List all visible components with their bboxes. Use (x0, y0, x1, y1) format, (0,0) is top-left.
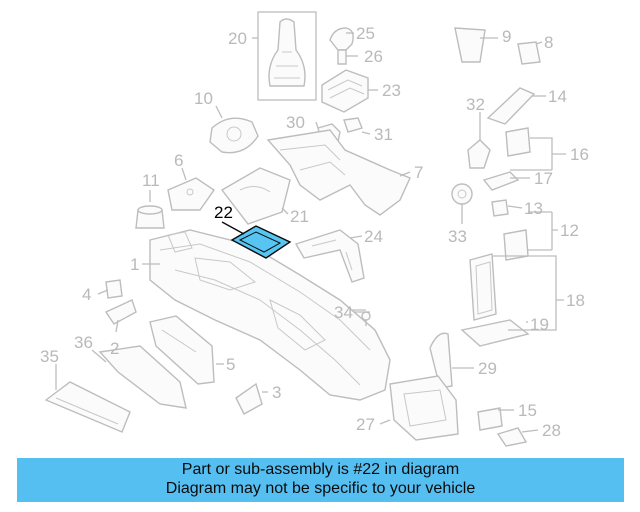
cover-part-6 (167, 177, 215, 211)
ring-part-33 (451, 183, 473, 205)
callout-22: 22 (214, 203, 233, 222)
callout-2: 2 (110, 339, 119, 358)
bracket-part-9 (454, 27, 486, 63)
knob-part-32 (467, 139, 491, 169)
callout-4: 4 (82, 285, 91, 304)
callout-33: 33 (448, 227, 467, 246)
tray-part-19 (460, 319, 530, 347)
switch-part-13 (491, 199, 509, 217)
callout-5: 5 (226, 355, 235, 374)
callout-12: 12 (560, 221, 579, 240)
callout-26: 26 (364, 47, 383, 66)
parts-diagram: 20 25 26 23 10 30 31 7 9 8 14 32 16 17 1… (40, 11, 589, 447)
callout-29: 29 (478, 359, 497, 378)
upper-trim-part (266, 129, 411, 216)
panel-part-18 (469, 253, 497, 321)
side-panel-part-36 (98, 345, 187, 409)
callout-18: 18 (566, 291, 585, 310)
callout-10: 10 (194, 89, 213, 108)
callout-6: 6 (174, 151, 183, 170)
highlighted-part-22[interactable] (221, 221, 292, 259)
callout-23: 23 (382, 81, 401, 100)
cup-part-11 (135, 205, 165, 229)
callout-35: 35 (40, 347, 59, 366)
bracket-part-27 (389, 375, 459, 441)
callout-1: 1 (130, 255, 139, 274)
callout-9: 9 (502, 27, 511, 46)
clip-part-28 (496, 427, 528, 447)
callout-27: 27 (356, 415, 375, 434)
clip-part-4 (105, 279, 123, 299)
clip-part-31 (343, 117, 363, 133)
callout-17: 17 (534, 169, 553, 188)
callout-8: 8 (544, 33, 553, 52)
bracket-part-2 (104, 299, 137, 325)
callout-30: 30 (286, 113, 305, 132)
callout-20: 20 (228, 29, 247, 48)
bracket-part-24 (294, 229, 365, 283)
screw-part-34 (361, 311, 371, 326)
shift-boot-part (257, 11, 317, 101)
trim-part-5 (149, 315, 215, 385)
callout-32: 32 (466, 95, 485, 114)
lever-part-29 (429, 332, 453, 389)
callout-34: 34 (334, 303, 353, 322)
bracket-part-8 (517, 41, 541, 65)
rail-part-35 (44, 381, 131, 433)
callout-21: 21 (290, 207, 309, 226)
boot-part-21 (220, 167, 291, 225)
callout-13: 13 (524, 199, 543, 218)
callout-11: 11 (142, 171, 160, 190)
info-banner: Part or sub-assembly is #22 in diagram D… (17, 458, 624, 502)
banner-line-1: Part or sub-assembly is #22 in diagram (181, 461, 460, 478)
callout-36: 36 (74, 333, 93, 352)
callout-28: 28 (542, 421, 561, 440)
bezel-part-10 (209, 117, 259, 154)
callout-14: 14 (548, 87, 567, 106)
shifter-assembly-part (321, 69, 369, 113)
callout-25: 25 (356, 24, 375, 43)
trim-strip-part-14 (486, 87, 536, 125)
callout-24: 24 (364, 227, 383, 246)
pad-part-15 (477, 407, 503, 431)
callout-3: 3 (272, 383, 281, 402)
callout-15: 15 (518, 401, 537, 420)
bracket-part-17 (482, 171, 520, 191)
center-console-part (149, 229, 391, 401)
callout-19: 19 (530, 315, 549, 334)
callout-labels: 20 25 26 23 10 30 31 7 9 8 14 32 16 17 1… (40, 24, 589, 440)
leader-lines (55, 32, 566, 433)
callout-16: 16 (570, 145, 589, 164)
banner-line-2: Diagram may not be specific to your vehi… (165, 480, 476, 497)
callout-31: 31 (374, 125, 393, 144)
callout-7: 7 (414, 163, 423, 182)
panel-part-16 (505, 127, 531, 157)
bracket-part-3 (235, 382, 263, 415)
